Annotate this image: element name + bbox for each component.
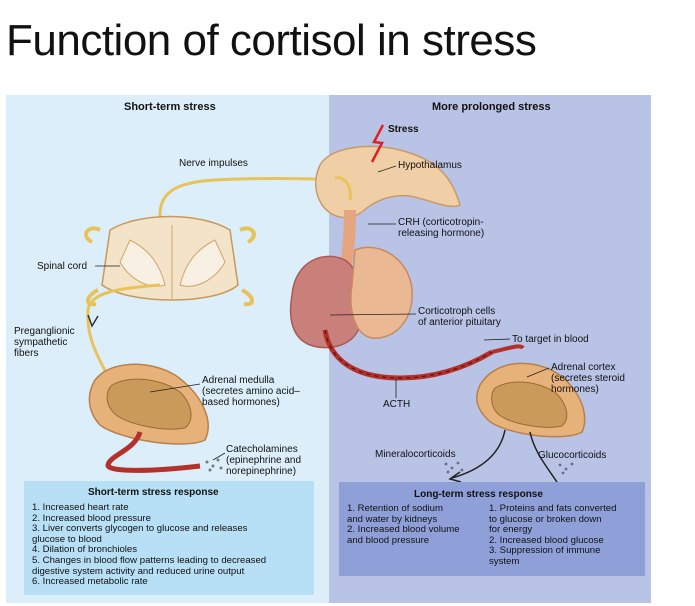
list-item: system	[489, 555, 520, 567]
short-term-response-box: Short-term stress response 1. Increased …	[24, 481, 314, 595]
list-item: 3. Suppression of immune	[489, 545, 601, 557]
adrenal-medulla-line-2: (secretes amino acid–	[202, 386, 300, 397]
adrenal-cortex-illustration	[475, 362, 586, 438]
list-item: digestive system activity and reduced ur…	[32, 565, 245, 577]
catecholamines-line-1: Catecholamines	[226, 444, 298, 455]
long-term-response-col2: 1. Proteins and fats converted to glucos…	[489, 503, 617, 568]
long-term-response-col1: 1. Retention of sodium and water by kidn…	[347, 503, 460, 546]
preganglionic-label: Preganglionic sympathetic fibers	[14, 326, 75, 359]
long-term-response-box: Long-term stress response 1. Retention o…	[339, 482, 645, 576]
list-item: 1. Increased heart rate	[32, 502, 129, 513]
corticotroph-line-2: of anterior pituitary	[418, 317, 501, 328]
crh-label: CRH (corticotropin- releasing hormone)	[398, 217, 484, 239]
medulla-vessel	[105, 431, 201, 473]
mineralocorticoid-arrow	[451, 429, 506, 479]
preganglionic-line-1: Preganglionic	[14, 326, 75, 337]
nerve-impulses-label: Nerve impulses	[179, 158, 248, 169]
corticotroph-line-1: Corticotroph cells	[418, 306, 496, 317]
list-item: 1. Proteins and fats converted	[489, 503, 617, 514]
mineralocorticoids-label: Mineralocorticoids	[375, 449, 456, 460]
preganglionic-line-3: fibers	[14, 348, 39, 359]
list-item: 1. Retention of sodium	[347, 503, 443, 514]
page-title: Function of cortisol in stress	[6, 16, 537, 65]
list-item: and blood pressure	[347, 534, 430, 546]
target-vessel	[491, 344, 525, 354]
glucocorticoids-label: Glucocorticoids	[538, 450, 607, 461]
prolonged-stress-header: More prolonged stress	[432, 101, 551, 113]
preganglionic-fiber	[86, 283, 161, 381]
list-item: 4. Dilation of bronchioles	[32, 544, 138, 556]
catecholamines-line-2: (epinephrine and	[226, 455, 302, 466]
long-term-response-title: Long-term stress response	[414, 489, 543, 500]
list-item: 2. Increased blood pressure	[32, 512, 151, 524]
catecholamines-line-3: norepinephrine)	[226, 466, 297, 477]
preganglionic-arrow	[87, 314, 99, 328]
crh-line-2: releasing hormone)	[398, 228, 485, 239]
list-item: 2. Increased blood glucose	[489, 534, 604, 546]
list-item: 6. Increased metabolic rate	[32, 576, 148, 588]
leader-lines	[95, 165, 550, 461]
catecholamines-label: Catecholamines (epinephrine and norepine…	[226, 444, 301, 477]
to-target-label: To target in blood	[512, 334, 589, 345]
nerve-impulse-fiber	[158, 177, 341, 232]
adrenal-cortex-label: Adrenal cortex (secretes steroid hormone…	[551, 362, 625, 395]
list-item: for energy	[489, 524, 533, 536]
list-item: glucose to blood	[32, 533, 102, 545]
preganglionic-line-2: sympathetic	[14, 337, 68, 348]
catecholamine-dots	[205, 458, 223, 472]
spinal-cord-label: Spinal cord	[37, 261, 88, 272]
adrenal-medulla-illustration	[88, 363, 209, 445]
acth-label: ACTH	[383, 399, 411, 410]
short-term-response-list: 1. Increased heart rate 2. Increased blo…	[32, 502, 267, 588]
adrenal-cortex-line-3: hormones)	[551, 384, 599, 395]
adrenal-medulla-label: Adrenal medulla (secretes amino acid– ba…	[202, 375, 300, 408]
adrenal-cortex-line-2: (secretes steroid	[551, 373, 625, 384]
hypothalamus-pituitary-illustration	[289, 145, 461, 349]
spinal-cord-illustration	[84, 215, 256, 307]
list-item: 3. Liver converts glycogen to glucose an…	[32, 523, 248, 535]
stress-label: Stress	[388, 124, 419, 135]
adrenal-medulla-line-1: Adrenal medulla	[202, 375, 275, 386]
corticotroph-label: Corticotroph cells of anterior pituitary	[418, 306, 501, 328]
adrenal-cortex-line-1: Adrenal cortex	[551, 362, 616, 373]
short-term-response-title: Short-term stress response	[88, 487, 219, 498]
list-item: and water by kidneys	[347, 513, 438, 525]
acth-vessel-dash	[324, 329, 493, 379]
hypothalamus-label: Hypothalamus	[398, 160, 462, 171]
list-item: to glucose or broken down	[489, 513, 602, 525]
list-item: 5. Changes in blood flow patterns leadin…	[32, 554, 267, 566]
short-term-header: Short-term stress	[124, 101, 216, 113]
adrenal-medulla-line-3: based hormones)	[202, 397, 280, 408]
mineralocorticoid-arrowhead	[448, 471, 462, 483]
crh-line-1: CRH (corticotropin-	[398, 217, 484, 228]
list-item: 2. Increased blood volume	[347, 524, 460, 536]
stress-lightning-icon	[370, 124, 385, 163]
